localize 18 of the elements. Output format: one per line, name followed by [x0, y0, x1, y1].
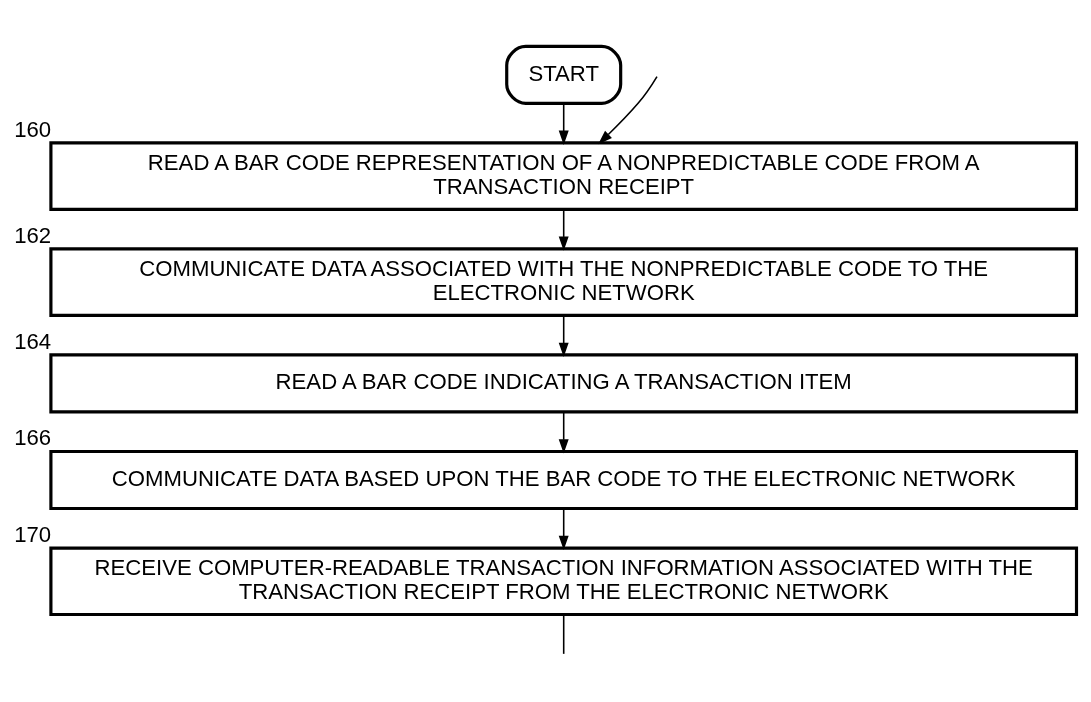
arrow: [558, 315, 569, 357]
arrow: [558, 208, 569, 251]
node-label: 166: [14, 425, 52, 451]
node-box: READ A BAR CODE REPRESENTATION OF A NONPREDICTABLE CODE FROM A TRANSACTION RECEIPT: [49, 141, 1079, 211]
node-box: READ A BAR CODE INDICATING A TRANSACTION ITEM: [49, 353, 1079, 414]
arrow: [558, 102, 569, 145]
arrow: [558, 411, 569, 454]
node-box: COMMUNICATE DATA ASSOCIATED WITH THE NONPREDICTABLE CODE TO THE ELECTRONIC NETWORK: [49, 247, 1079, 317]
node-box: COMMUNICATE DATA BASED UPON THE BAR CODE TO THE ELECTRONIC NETWORK: [49, 449, 1079, 511]
arrow: [558, 508, 569, 551]
node-box: RECEIVE COMPUTER-READABLE TRANSACTION INFORMATION ASSOCIATED WITH THE TRANSACTION RECEIPT FROM THE ELECTRONIC NETWORK: [49, 546, 1079, 617]
node-label: 164: [14, 328, 52, 354]
node-label: 170: [14, 522, 52, 548]
node-label: 160: [14, 116, 52, 142]
connector: [562, 613, 565, 655]
node-label: 162: [14, 222, 52, 248]
node-box: START: [505, 44, 623, 105]
arrow: [598, 75, 658, 145]
